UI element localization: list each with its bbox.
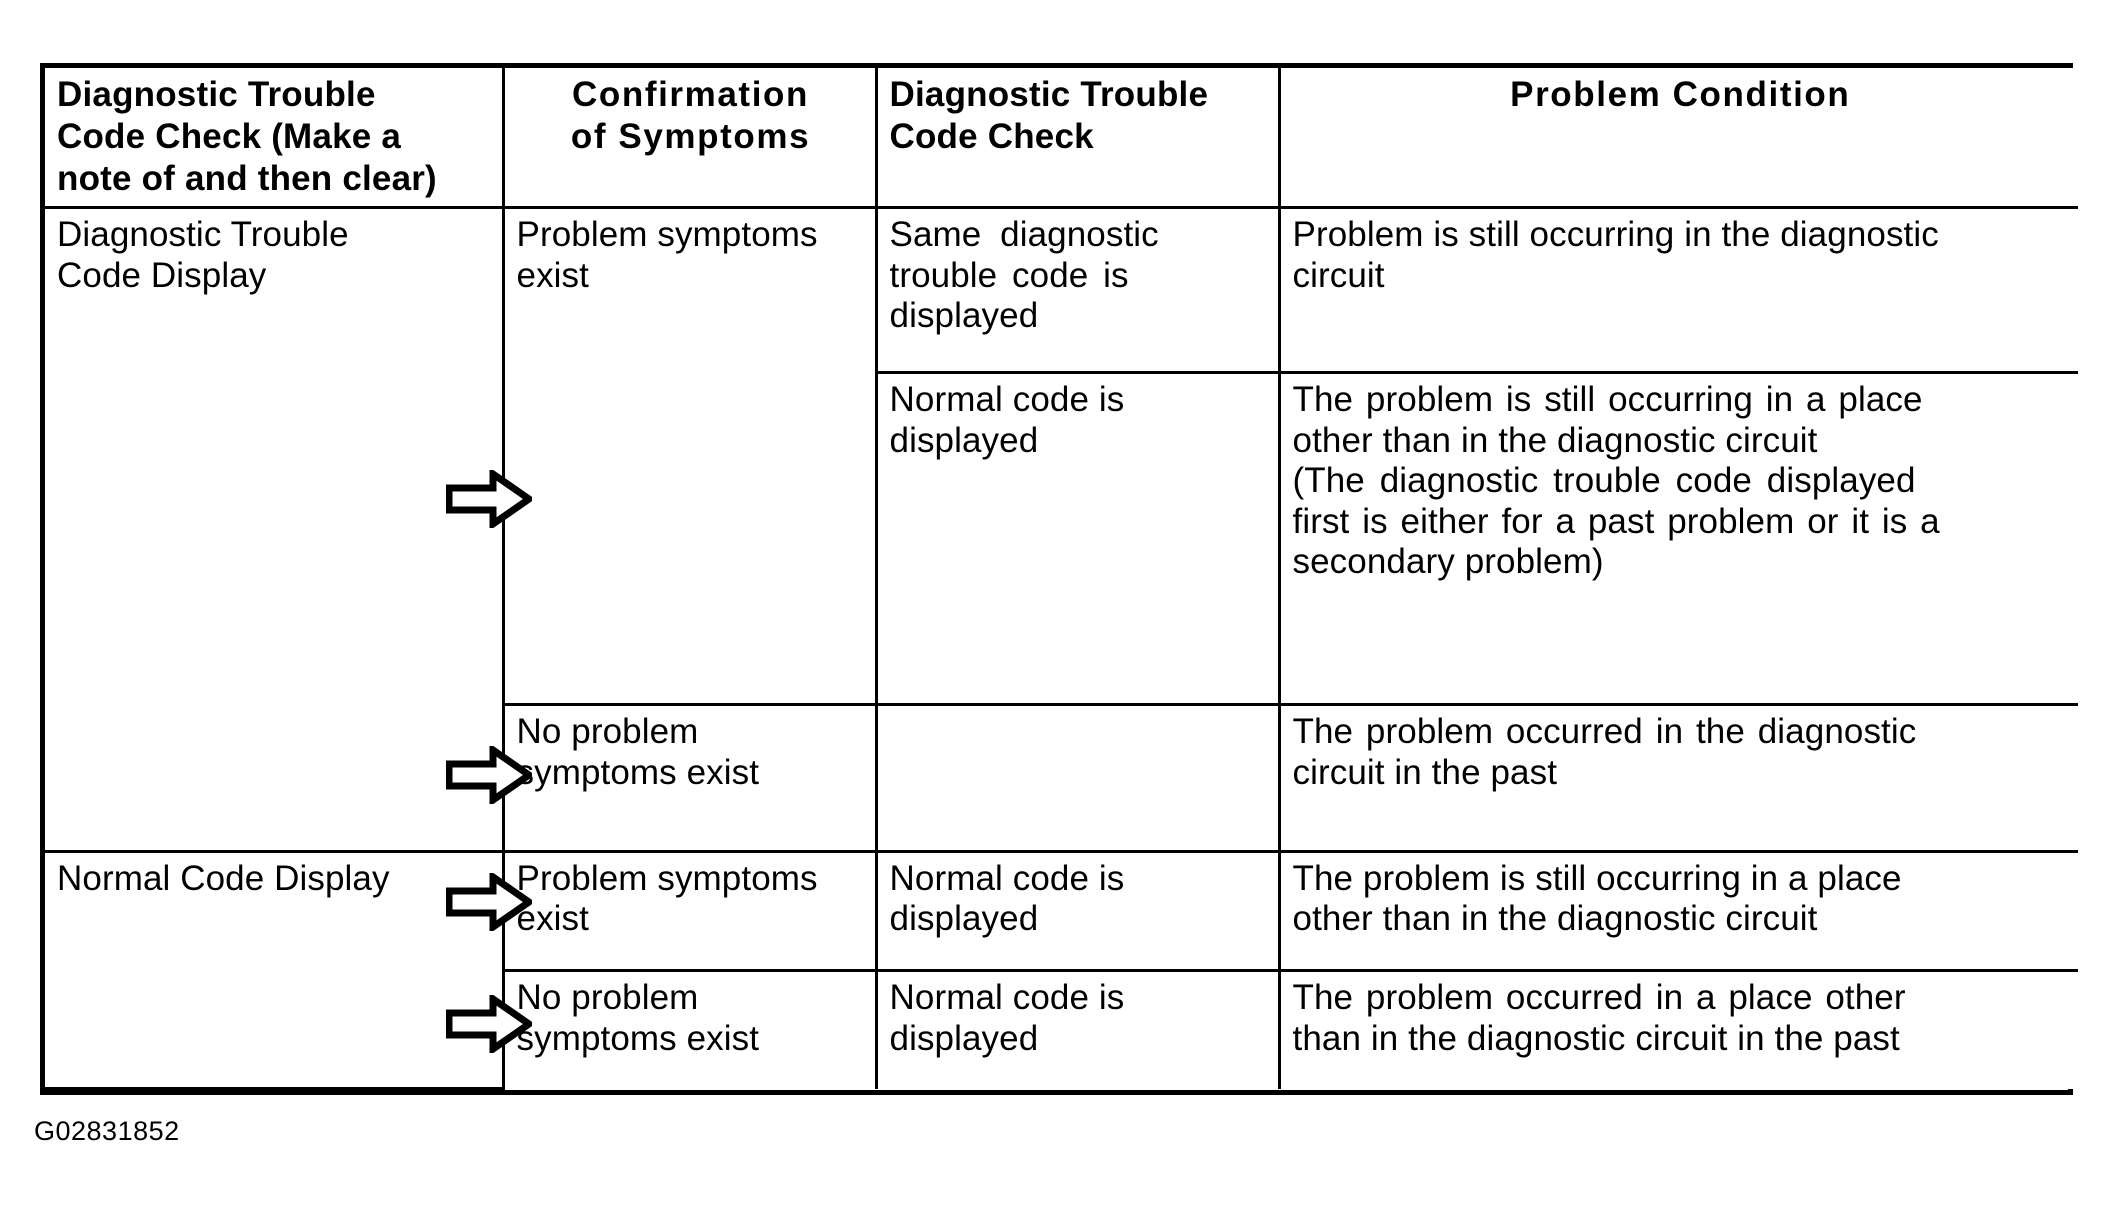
cell-line: displayed: [889, 899, 1039, 939]
column-header-dtc-check-first: Diagnostic Trouble Code Check (Make a no…: [45, 68, 505, 209]
table-row: Diagnostic Trouble Code Display Problem …: [45, 205, 2078, 853]
cell-line: Code Display: [57, 255, 267, 295]
cell-line: circuit in the past: [1292, 752, 1558, 792]
cell-problem-condition-2: The problem is still occurring in a plac…: [1277, 370, 2078, 707]
cell-dtc-check-empty-1: [874, 703, 1281, 853]
header-line: of Symptoms: [570, 117, 811, 156]
cell-normal-code-display: Normal Code Display: [45, 849, 505, 1091]
header-line: Code Check (Make a: [57, 117, 401, 156]
cell-line: than in the diagnostic circuit in the pa…: [1292, 1018, 1900, 1058]
figure-caption: G02831852: [34, 1116, 180, 1146]
header-line: Diagnostic Trouble: [889, 75, 1209, 114]
cell-problem-symptoms-exist-2: Problem symptoms exist: [501, 849, 878, 973]
cell-line: The problem is still occurring in a plac…: [1292, 380, 1923, 419]
cell-line: other than in the diagnostic circuit: [1292, 899, 1818, 939]
cell-line: displayed: [889, 1018, 1039, 1058]
cell-line: Normal code is: [889, 858, 1125, 898]
cell-line: Problem is still occurring in the diagno…: [1292, 215, 1939, 254]
table: Diagnostic Trouble Code Check (Make a no…: [45, 68, 2078, 1091]
column-header-confirmation-of-symptoms: Confirmation of Symptoms: [501, 68, 878, 209]
header-line: Diagnostic Trouble: [57, 75, 376, 114]
cell-line: (The diagnostic trouble code displayed: [1292, 461, 1916, 501]
table-row: No problem symptoms exist The problem oc…: [45, 703, 2078, 853]
cell-line: Normal Code Display: [57, 858, 390, 898]
cell-problem-symptoms-exist-1: Problem symptoms exist: [501, 205, 878, 707]
table-row: Normal Code Display Problem symptoms exi…: [45, 849, 2078, 1091]
cell-normal-code-displayed-1: Normal code is displayed: [876, 370, 1281, 707]
cell-line: Problem symptoms: [516, 858, 818, 898]
cell-line: Normal code is: [889, 380, 1125, 419]
cell-line: exist: [516, 255, 589, 295]
cell-line: Diagnostic Trouble: [57, 215, 349, 254]
cell-line: The problem occurred in the diagnostic: [1292, 712, 1917, 752]
diagnostic-trouble-code-table: Diagnostic Trouble Code Check (Make a no…: [40, 63, 2078, 1095]
cell-line: exist: [516, 899, 589, 939]
column-header-dtc-check-second: Diagnostic Trouble Code Check: [874, 68, 1281, 209]
header-line: Confirmation: [572, 75, 809, 114]
cell-line: symptoms exist: [516, 1018, 760, 1058]
cell-no-problem-symptoms-exist-2: No problem symptoms exist: [503, 969, 878, 1089]
header-line: Code Check: [889, 117, 1094, 156]
cell-no-problem-symptoms-exist-1: No problem symptoms exist: [503, 703, 878, 853]
cell-line: secondary problem): [1292, 542, 1604, 582]
table-row: Normal code is displayed The problem is …: [45, 370, 2078, 707]
cell-normal-code-displayed-3: Normal code is displayed: [874, 969, 1281, 1089]
header-line: note of and then clear): [57, 159, 437, 198]
cell-same-dtc-displayed: Same diagnostic trouble code is displaye…: [874, 206, 1281, 374]
cell-line: displayed: [889, 420, 1039, 460]
cell-problem-condition-5: The problem occurred in a place other th…: [1277, 969, 2078, 1089]
cell-dtc-code-display: Diagnostic Trouble Code Display: [45, 206, 505, 853]
cell-line: other than in the diagnostic circuit: [1292, 420, 1818, 460]
cell-line: No problem: [516, 712, 699, 752]
cell-line: The problem is still occurring in a plac…: [1292, 858, 1902, 898]
table-row: No problem symptoms exist Normal code is…: [45, 969, 2078, 1089]
cell-line: No problem: [516, 978, 699, 1018]
cell-line: Problem symptoms: [516, 215, 818, 254]
cell-line: displayed: [889, 296, 1039, 336]
cell-line: first is either for a past problem or it…: [1292, 501, 1940, 541]
cell-line: Same diagnostic: [889, 215, 1159, 254]
cell-line: Normal code is: [889, 978, 1125, 1018]
cell-problem-condition-1: Problem is still occurring in the diagno…: [1277, 206, 2078, 374]
cell-line: circuit: [1292, 255, 1385, 295]
column-header-problem-condition: Problem Condition: [1277, 68, 2078, 209]
cell-line: trouble code is: [889, 255, 1129, 295]
cell-problem-condition-4: The problem is still occurring in a plac…: [1277, 849, 2078, 973]
header-line: Problem Condition: [1510, 75, 1851, 114]
cell-problem-condition-3: The problem occurred in the diagnostic c…: [1277, 703, 2078, 853]
cell-normal-code-displayed-2: Normal code is displayed: [874, 849, 1281, 973]
table-header-row: Diagnostic Trouble Code Check (Make a no…: [45, 68, 2078, 209]
cell-line: The problem occurred in a place other: [1292, 978, 1906, 1018]
cell-line: symptoms exist: [516, 752, 760, 792]
